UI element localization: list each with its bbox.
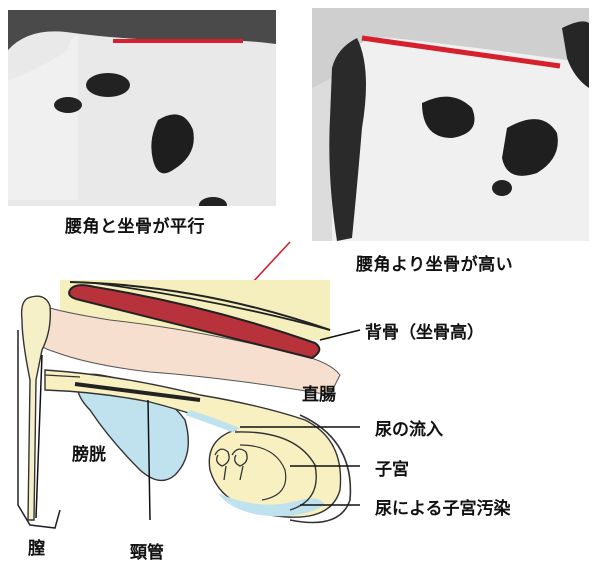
photo-caption-level: 腰角と坐骨が平行 [65,212,205,237]
label-backbone: 背骨（坐骨高） [365,318,484,343]
photo-ischium-high [312,8,589,241]
reproductive-tract-diagram [0,260,597,565]
label-vagina: 膣 [28,534,45,559]
label-contamination: 尿による子宮汚染 [375,494,511,519]
label-bladder: 膀胱 [72,440,106,465]
photo-pelvis-level [8,10,276,206]
label-urine-inflow: 尿の流入 [375,415,443,440]
label-rectum: 直腸 [302,380,336,405]
vulva [22,296,51,520]
label-uterus: 子宮 [375,455,409,480]
label-cervix: 頸管 [130,538,164,563]
